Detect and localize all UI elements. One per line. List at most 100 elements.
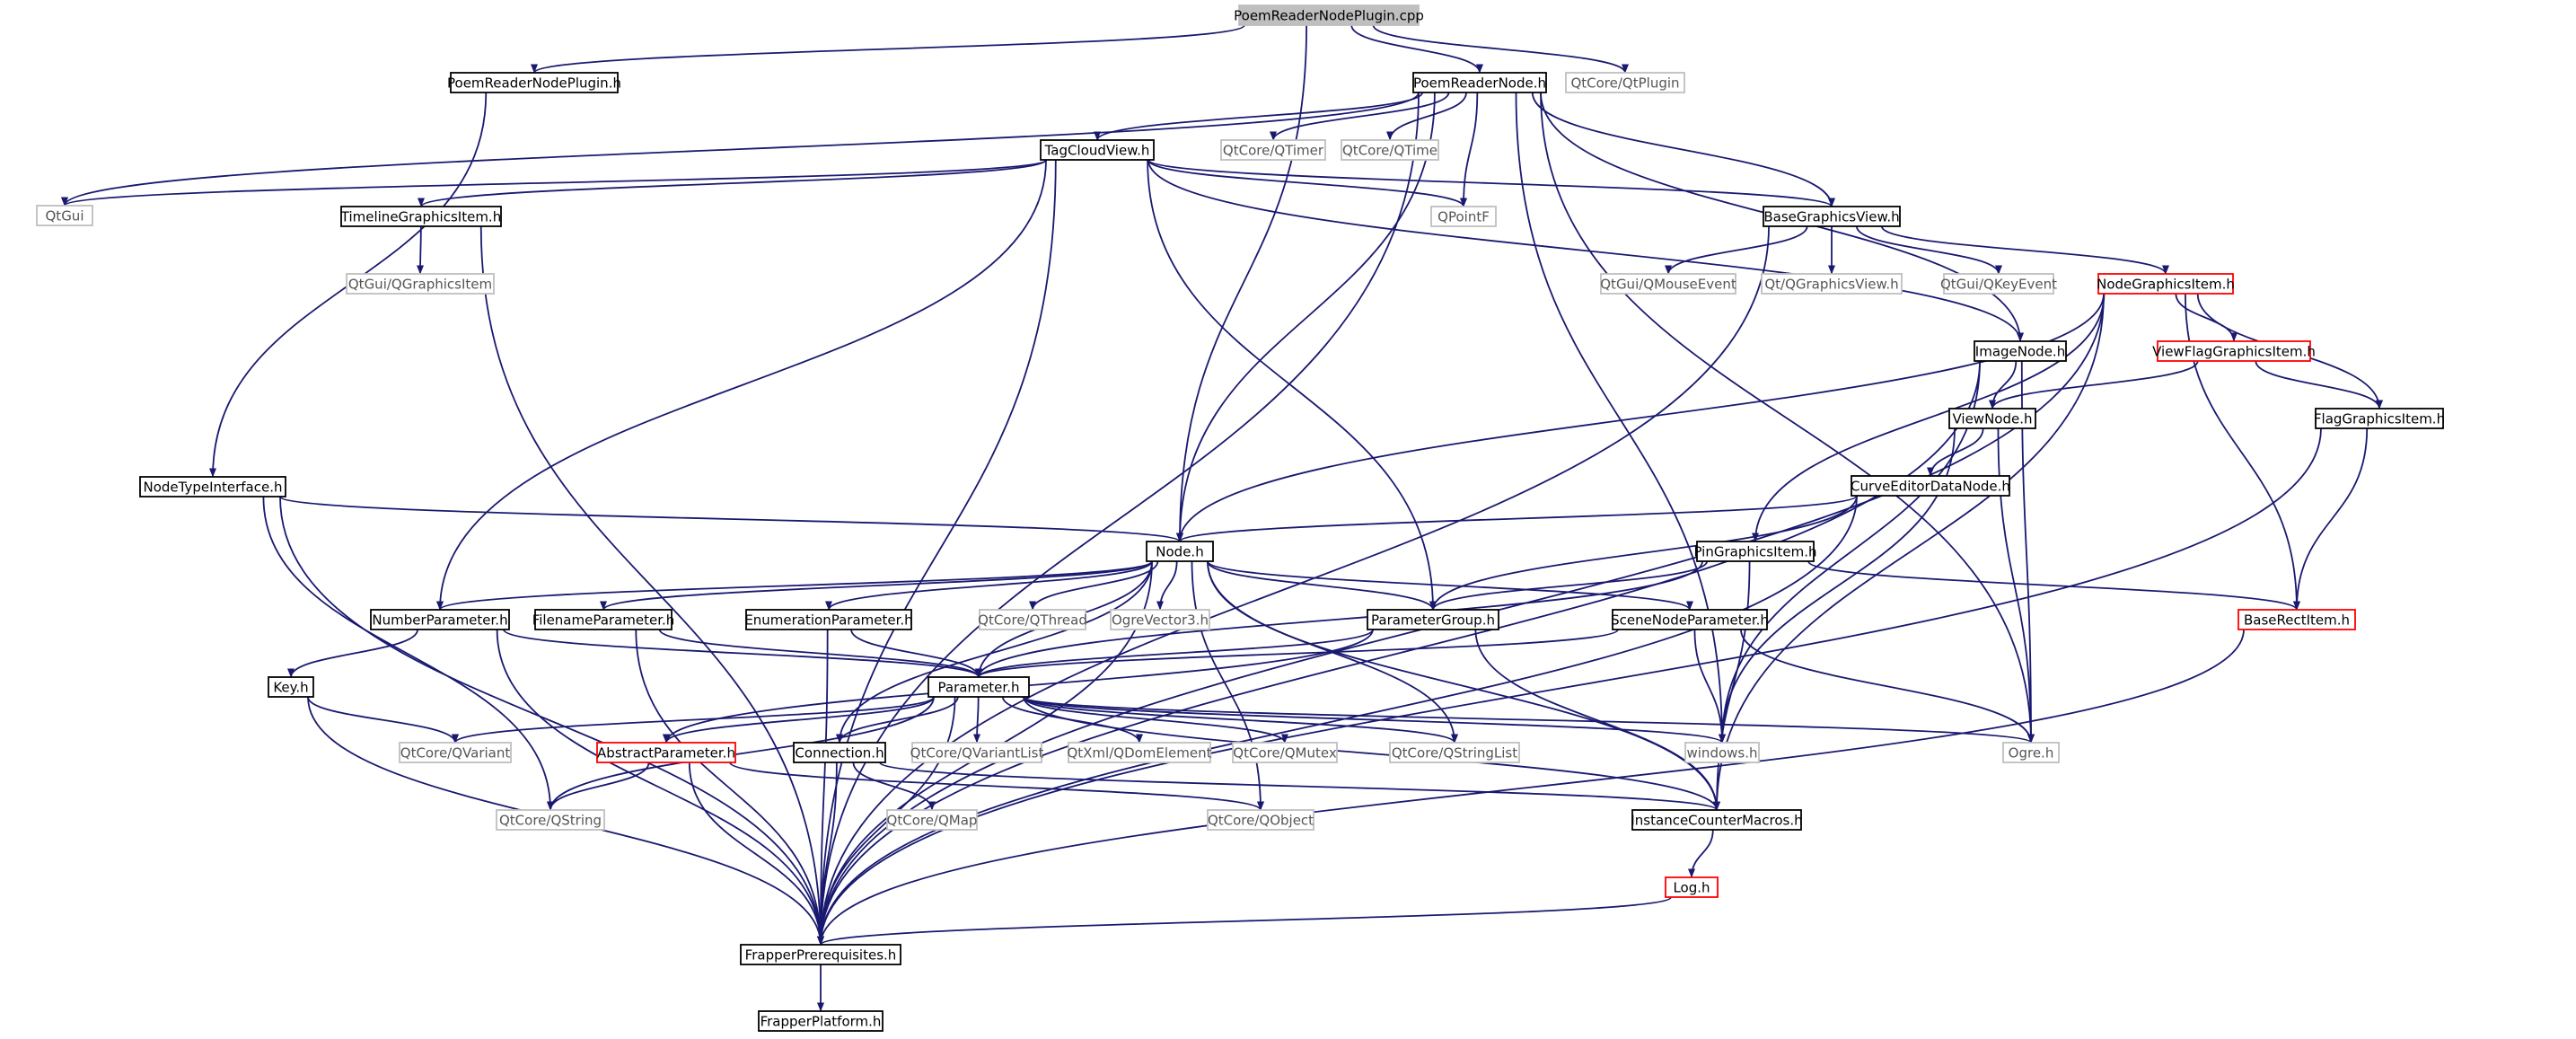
edge-poemnode-to-node xyxy=(1176,92,1436,542)
node-qthread: QtCore/QThread xyxy=(978,609,1087,630)
node-box xyxy=(1110,609,1210,630)
edge-line xyxy=(1856,225,2002,275)
node-viewflag[interactable]: ViewFlagGraphicsItem.h xyxy=(2152,340,2316,362)
edge-parameter-to-ogre xyxy=(1023,696,2035,744)
node-label: Node.h xyxy=(1156,544,1203,560)
edge-line xyxy=(1147,159,2024,342)
edge-parameter-to-windows xyxy=(1023,696,1726,744)
edge-line xyxy=(1460,92,1479,207)
node-box xyxy=(758,1010,884,1032)
edge-line xyxy=(817,159,1057,946)
node-curveeditor[interactable]: CurveEditorDataNode.h xyxy=(1851,475,2010,497)
edge-line xyxy=(688,762,824,946)
node-qtime: QtCore/QTime xyxy=(1341,139,1439,161)
edge-line xyxy=(1752,293,2106,542)
node-box xyxy=(36,205,93,226)
edge-line xyxy=(817,629,829,946)
node-box xyxy=(1761,273,1903,295)
edge-enumparam-to-frapperprereq xyxy=(817,629,829,946)
edge-filenameparam-to-parameter xyxy=(658,629,982,678)
node-qtplugin: QtCore/QtPlugin xyxy=(1565,72,1685,93)
edge-line xyxy=(1207,560,1693,611)
node-connection[interactable]: Connection.h xyxy=(793,742,886,763)
node-node[interactable]: Node.h xyxy=(1146,541,1214,562)
edge-line xyxy=(663,696,935,744)
node-box xyxy=(2097,273,2234,295)
node-logh[interactable]: Log.h xyxy=(1665,876,1719,898)
node-label: FlagGraphicsItem.h xyxy=(2314,411,2445,427)
edge-basegv-to-nodegi xyxy=(1880,225,2169,275)
edge-curveeditor-to-frapperprereq xyxy=(817,495,1858,946)
node-enumparam[interactable]: EnumerationParameter.h xyxy=(744,609,913,630)
edge-basegv-to-qkeyevent xyxy=(1856,225,2002,275)
node-box xyxy=(1341,139,1439,161)
edge-sceneparam-to-windows xyxy=(1693,629,1726,744)
node-abstractparam[interactable]: AbstractParameter.h xyxy=(596,742,736,763)
node-box xyxy=(139,476,286,497)
node-plugin_h[interactable]: PoemReaderNodePlugin.h xyxy=(447,72,621,93)
node-box xyxy=(346,273,495,295)
edge-tagcloud-to-numberparam xyxy=(436,159,1047,611)
edge-parameter-to-qstringlist xyxy=(1023,696,1458,744)
edge-line xyxy=(1927,427,1984,477)
edge-tagcloud-to-timeline xyxy=(418,159,1047,207)
node-qtgui: QtGui xyxy=(36,205,93,226)
node-keyh[interactable]: Key.h xyxy=(268,676,314,698)
edge-line xyxy=(1515,92,1726,744)
edge-root-to-qtplugin xyxy=(1372,24,1629,74)
node-label: QtCore/QTime xyxy=(1342,143,1437,159)
edge-tagcloud-to-paramgroup xyxy=(1147,159,1437,611)
edge-imagenode-to-viewnode xyxy=(1989,360,2018,409)
edge-logh-to-frapperprereq xyxy=(817,896,1672,946)
node-viewnode[interactable]: ViewNode.h xyxy=(1948,408,2036,429)
edge-tagcloud-to-imagenode xyxy=(1147,159,2024,342)
node-label: Ogre.h xyxy=(2009,745,2054,762)
node-label: AbstractParameter.h xyxy=(597,745,735,762)
node-baserect[interactable]: BaseRectItem.h xyxy=(2238,609,2356,630)
edge-line xyxy=(531,24,1245,74)
node-label: Key.h xyxy=(273,680,308,696)
node-nodegi[interactable]: NodeGraphicsItem.h xyxy=(2097,273,2235,295)
node-box xyxy=(1232,742,1338,763)
node-box xyxy=(1600,273,1736,295)
node-label: PoemReaderNodePlugin.cpp xyxy=(1234,8,1424,24)
node-box xyxy=(1146,541,1214,562)
node-pingi[interactable]: PinGraphicsItem.h xyxy=(1693,541,1817,562)
node-frapperplatform[interactable]: FrapperPlatform.h xyxy=(758,1010,884,1032)
node-box xyxy=(534,609,673,630)
node-paramgroup[interactable]: ParameterGroup.h xyxy=(1367,609,1499,630)
node-root[interactable]: PoemReaderNodePlugin.cpp xyxy=(1234,4,1424,26)
node-timeline[interactable]: TimelineGraphicsItem.h xyxy=(340,206,502,227)
edge-line xyxy=(1880,225,2169,275)
node-qtimer: QtCore/QTimer xyxy=(1220,139,1326,161)
node-box xyxy=(1943,273,2054,295)
node-instcounter[interactable]: InstanceCounterMacros.h xyxy=(1631,809,1803,831)
edge-root-to-node xyxy=(1176,24,1307,542)
node-parameter[interactable]: Parameter.h xyxy=(928,676,1030,698)
node-filenameparam[interactable]: FilenameParameter.h xyxy=(532,609,675,630)
node-tagcloud[interactable]: TagCloudView.h xyxy=(1040,139,1155,161)
node-poemnode[interactable]: PoemReaderNode.h xyxy=(1412,72,1547,93)
node-nodetype[interactable]: NodeTypeInterface.h xyxy=(139,476,286,497)
node-sceneparam[interactable]: SceneNodeParameter.h xyxy=(1611,609,1769,630)
node-label: PinGraphicsItem.h xyxy=(1693,544,1816,560)
edge-pingi-to-instcounter xyxy=(1713,560,1751,811)
edge-nodegi-to-pingi xyxy=(1752,293,2106,542)
edge-pingi-to-paramgroup xyxy=(1429,560,1709,611)
edge-nodegi-to-viewflag xyxy=(2175,293,2238,342)
edge-line xyxy=(1740,629,2035,744)
node-numberparam[interactable]: NumberParameter.h xyxy=(370,609,510,630)
edge-node-to-paramgroup xyxy=(1207,560,1437,611)
edge-line xyxy=(547,762,650,811)
node-flaggi[interactable]: FlagGraphicsItem.h xyxy=(2314,408,2445,429)
node-box xyxy=(745,609,912,630)
node-qvariantlist: QtCore/QVariantList xyxy=(910,742,1043,763)
node-box xyxy=(1696,541,1815,562)
node-imagenode[interactable]: ImageNode.h xyxy=(1974,340,2067,362)
node-label: QtGui/QGraphicsItem xyxy=(348,277,492,293)
node-frapperprereq[interactable]: FrapperPrerequisites.h xyxy=(740,944,901,965)
node-label: OgreVector3.h xyxy=(1112,612,1209,629)
edge-line xyxy=(817,495,1858,946)
edge-poemnode-to-qtime xyxy=(1386,92,1467,141)
node-basegv[interactable]: BaseGraphicsView.h xyxy=(1763,206,1901,227)
